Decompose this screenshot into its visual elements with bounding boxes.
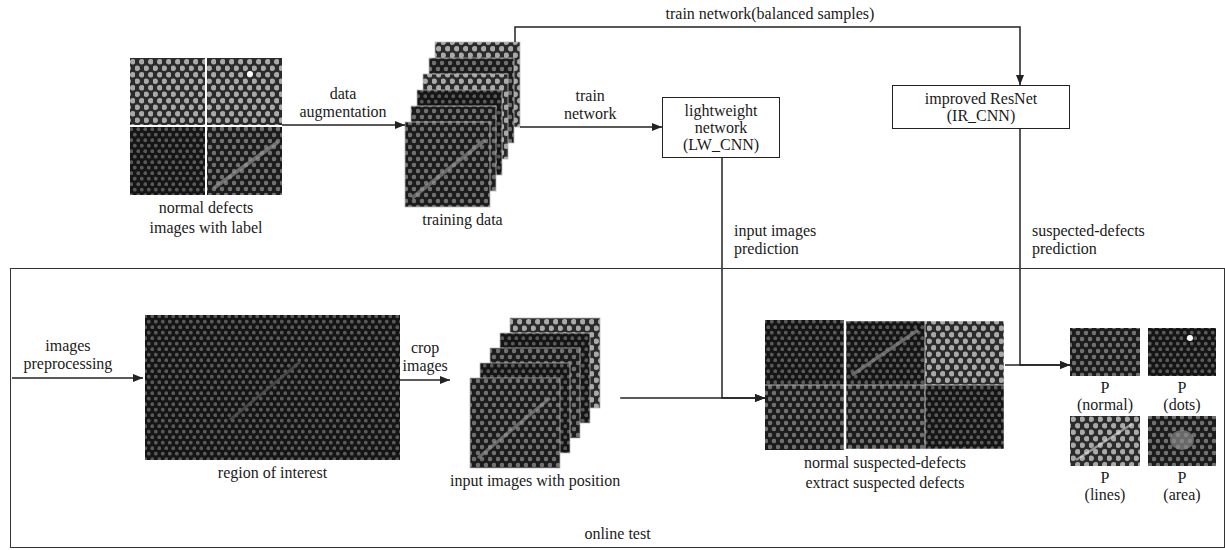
edge-label: train network(balanced samples)	[664, 5, 877, 23]
online-test-panel: online test region of interest input image…	[10, 268, 1225, 548]
sample-image	[206, 126, 282, 195]
node-label: training data	[405, 210, 520, 230]
node-label: normal suspected-defects	[765, 453, 1005, 473]
flow-arrow	[1005, 364, 1070, 366]
node-label: improved ResNet (IR_CNN)	[901, 90, 1061, 124]
stack-image	[405, 122, 490, 207]
crop-image	[925, 385, 1005, 450]
network-box: lightweight network (LW_CNN)	[662, 97, 780, 158]
dot-defect	[247, 71, 253, 77]
node-label: P (lines)	[1085, 469, 1126, 503]
edge-label: train network	[562, 87, 618, 123]
line-defect	[1076, 424, 1132, 460]
crop-image	[845, 320, 925, 385]
node-label: P (dots)	[1163, 379, 1200, 413]
dot-defect	[1187, 335, 1193, 341]
crop-grid: normal suspected-defectsextract suspecte…	[765, 320, 1005, 493]
sample-image	[130, 126, 206, 195]
image-stack: training data	[405, 42, 520, 230]
flow-arrow	[722, 158, 765, 398]
result-image: P (dots)	[1148, 328, 1216, 413]
sample-image	[206, 58, 282, 126]
line-defect	[214, 142, 278, 188]
node-label: P (area)	[1163, 469, 1200, 503]
flow-arrow	[520, 126, 662, 128]
result-image	[1070, 328, 1140, 376]
node-label: input images with position	[450, 471, 620, 491]
separator	[130, 125, 282, 127]
stack-image	[470, 378, 560, 468]
result-image	[1148, 328, 1216, 376]
separator	[765, 385, 1005, 386]
result-image	[1148, 416, 1216, 466]
result-image: P (normal)	[1070, 328, 1140, 413]
roi-image	[145, 315, 400, 460]
line-defect	[852, 330, 918, 375]
flow-arrow	[282, 124, 405, 126]
edge-label: input images prediction	[732, 222, 846, 258]
line-defect	[412, 140, 485, 198]
flow-arrow	[400, 379, 450, 381]
node-label: normal defects	[130, 198, 282, 218]
network-box: improved ResNet (IR_CNN)	[892, 85, 1070, 129]
crop-image	[845, 385, 925, 450]
edge-label: data augmentation	[298, 85, 389, 121]
input-arrow	[12, 377, 143, 379]
flow-arrow	[620, 397, 765, 399]
image-stack: input images with position	[450, 318, 620, 491]
labeled-images: normal defectsimages with label	[130, 58, 282, 238]
roi-image: region of interest	[145, 315, 400, 483]
line-defect	[230, 362, 300, 420]
node-label: images with label	[130, 218, 282, 238]
panel-title: online test	[11, 524, 1224, 544]
crop-image	[925, 320, 1005, 385]
result-image: P (lines)	[1070, 416, 1140, 503]
node-label: P (normal)	[1077, 379, 1133, 413]
result-image	[1070, 416, 1140, 466]
node-label: extract suspected defects	[765, 473, 1005, 493]
flow-arrow	[515, 27, 1020, 85]
suspect-frame	[845, 320, 1005, 450]
node-label: region of interest	[145, 463, 400, 483]
edge-label: suspected-defects prediction	[1030, 222, 1184, 258]
node-label: lightweight network (LW_CNN)	[671, 102, 771, 153]
crop-image	[765, 320, 845, 385]
edge-label: crop images	[401, 339, 450, 375]
result-image: P (area)	[1148, 416, 1216, 503]
arrow-label: images preprocessing	[22, 337, 115, 373]
crop-image	[765, 385, 845, 450]
area-defect	[1170, 430, 1194, 450]
sample-image	[130, 58, 206, 126]
line-defect	[478, 398, 550, 458]
